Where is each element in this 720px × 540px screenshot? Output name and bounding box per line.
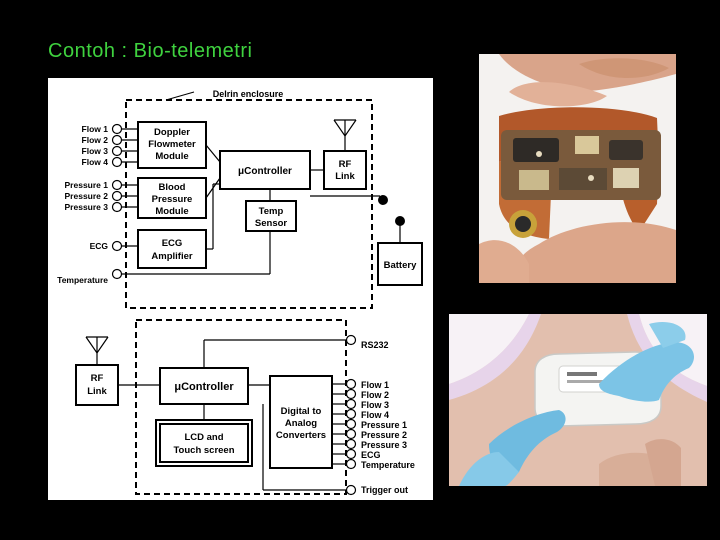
doppler-line-2: Flowmeter [148, 139, 196, 150]
top-controller-label: μController [238, 166, 292, 177]
ecg-line-1: ECG [162, 238, 183, 249]
bottom-rf-line-2: Link [87, 386, 107, 397]
output-ecg: ECG [361, 450, 381, 460]
blood-line-1: Blood [159, 182, 186, 193]
top-input-flow-2: Flow 2 [82, 135, 109, 145]
block-diagram: Flow 1 Flow 2 Flow 3 Flow 4 Pressure 1 P… [48, 78, 433, 500]
temp-sensor-block [245, 200, 297, 232]
output-flow-2: Flow 2 [361, 390, 389, 400]
bottom-output-connectors [345, 334, 357, 496]
bottom-controller-label: μController [174, 381, 234, 393]
dac-line-2: Analog [285, 418, 317, 429]
dac-line-1: Digital to [281, 406, 322, 417]
lcd-block-outer [155, 419, 253, 467]
top-input-connectors [111, 123, 123, 280]
output-flow-4: Flow 4 [361, 410, 389, 420]
ecg-line-2: Amplifier [151, 251, 192, 262]
temp-line-2: Sensor [255, 218, 288, 229]
enclosure-label: Delrin enclosure [213, 89, 284, 99]
device-photo [479, 54, 676, 283]
battery-label: Battery [384, 260, 417, 271]
dac-line-3: Converters [276, 430, 326, 441]
lcd-block-inner [159, 423, 249, 463]
delrin-enclosure [125, 99, 373, 309]
output-flow-3: Flow 3 [361, 400, 389, 410]
doppler-line-3: Module [155, 151, 188, 162]
slide-title: Contoh : Bio-telemetri [48, 40, 253, 62]
temp-line-1: Temp [259, 206, 284, 217]
top-input-pressure-2: Pressure 2 [65, 191, 109, 201]
lcd-line-1: LCD and [184, 432, 223, 443]
output-pressure-2: Pressure 2 [361, 430, 407, 440]
lcd-line-2: Touch screen [173, 445, 234, 456]
bottom-enclosure [135, 319, 347, 495]
top-rf-link-block [323, 150, 367, 190]
top-rf-line-1: RF [339, 159, 352, 170]
output-temperature: Temperature [361, 460, 415, 470]
output-rs232: RS232 [361, 340, 389, 350]
patch-photo [449, 314, 707, 486]
dac-block [269, 375, 333, 469]
top-input-temperature: Temperature [57, 275, 108, 285]
output-pressure-3: Pressure 3 [361, 440, 407, 450]
top-input-flow-1: Flow 1 [82, 124, 109, 134]
ecg-amplifier-block [137, 229, 207, 269]
output-flow-1: Flow 1 [361, 380, 389, 390]
doppler-line-1: Doppler [154, 127, 190, 138]
top-input-ecg: ECG [90, 241, 109, 251]
top-input-flow-3: Flow 3 [82, 146, 109, 156]
top-rf-line-2: Link [335, 171, 355, 182]
bottom-rf-link-block [75, 364, 119, 406]
top-input-flow-4: Flow 4 [82, 157, 109, 167]
bottom-rf-line-1: RF [91, 373, 104, 384]
device-photo-svg [479, 54, 676, 283]
output-trigger-out: Trigger out [361, 485, 408, 495]
blood-line-2: Pressure [152, 194, 193, 205]
output-pressure-1: Pressure 1 [361, 420, 407, 430]
top-input-pressure-3: Pressure 3 [65, 202, 109, 212]
blood-line-3: Module [155, 206, 188, 217]
block-diagram-svg: Flow 1 Flow 2 Flow 3 Flow 4 Pressure 1 P… [57, 89, 423, 496]
top-input-pressure-1: Pressure 1 [65, 180, 109, 190]
patch-photo-svg [449, 314, 707, 486]
